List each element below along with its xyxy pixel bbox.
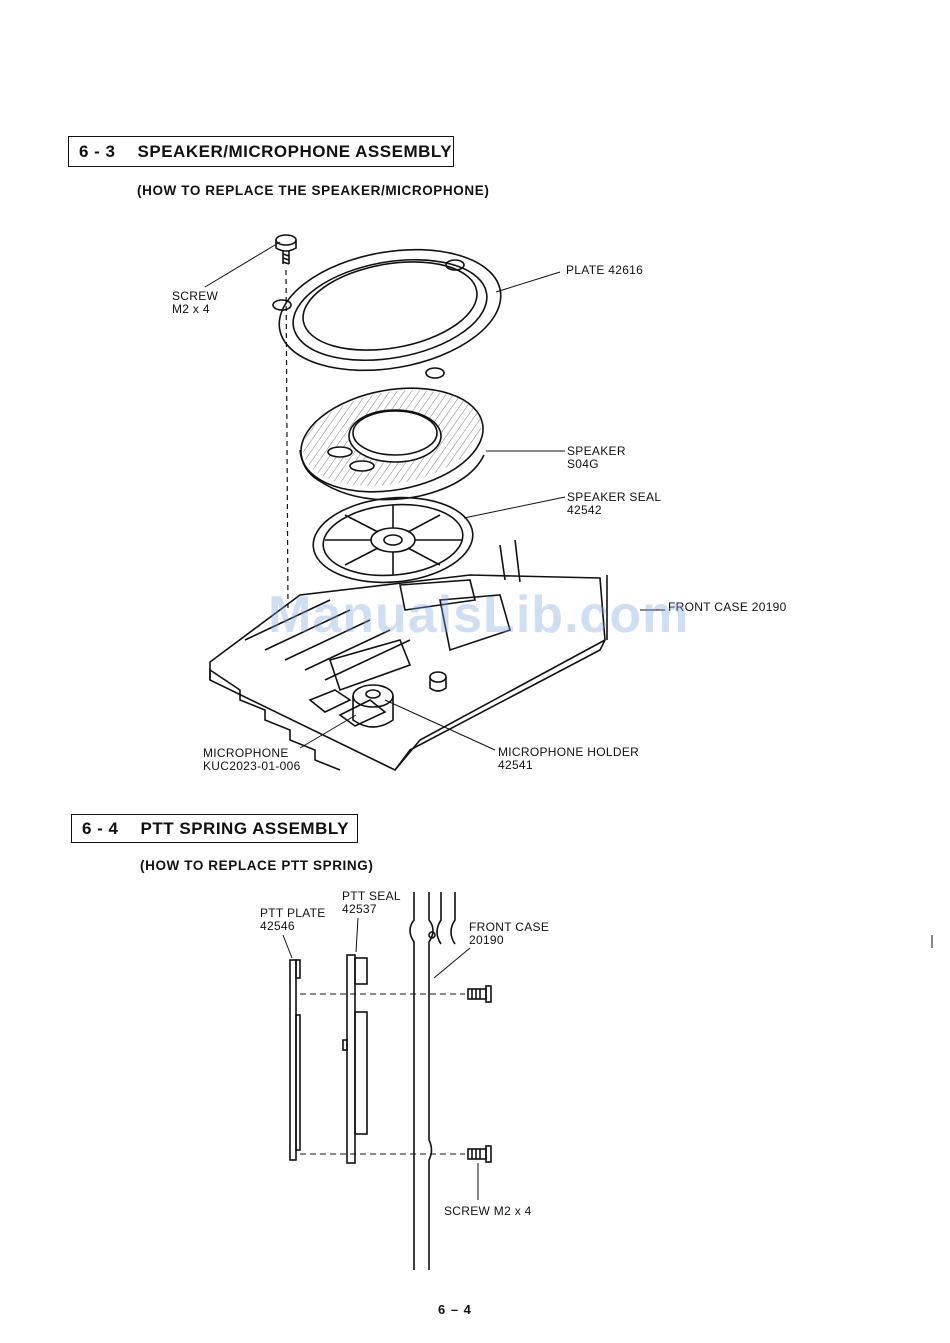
- front-case-profile-part: [409, 892, 456, 1270]
- section-number: 6 - 4: [82, 818, 119, 838]
- section-number: 6 - 3: [79, 141, 116, 161]
- section-6-3-subtitle: (HOW TO REPLACE THE SPEAKER/MICROPHONE): [137, 183, 490, 198]
- microphone-part: [352, 671, 447, 728]
- label-screw-2: SCREW M2 x 4: [444, 1204, 532, 1218]
- ptt-seal-part: [342, 954, 368, 1164]
- section-title: PTT SPRING ASSEMBLY: [140, 818, 350, 838]
- screw-bottom-part: [467, 1145, 492, 1163]
- watermark: ManualsLib.com: [268, 586, 690, 644]
- ptt-plate-part: [289, 959, 301, 1161]
- speaker-seal-part: [312, 496, 474, 584]
- front-case-part: [209, 539, 608, 771]
- section-6-4-subtitle: (HOW TO REPLACE PTT SPRING): [140, 858, 374, 873]
- section-6-3-heading: 6 - 3 SPEAKER/MICROPHONE ASSEMBLY: [68, 136, 454, 167]
- screw-part: [275, 234, 297, 265]
- screw-top-part: [467, 985, 492, 1003]
- label-front-case: FRONT CASE 20190: [668, 600, 787, 614]
- page-number: 6 – 4: [438, 1302, 472, 1317]
- speaker-part: [299, 387, 485, 501]
- label-plate: PLATE 42616: [566, 263, 644, 277]
- section-6-4-heading: 6 - 4 PTT SPRING ASSEMBLY: [71, 814, 358, 843]
- section-title: SPEAKER/MICROPHONE ASSEMBLY: [137, 141, 453, 161]
